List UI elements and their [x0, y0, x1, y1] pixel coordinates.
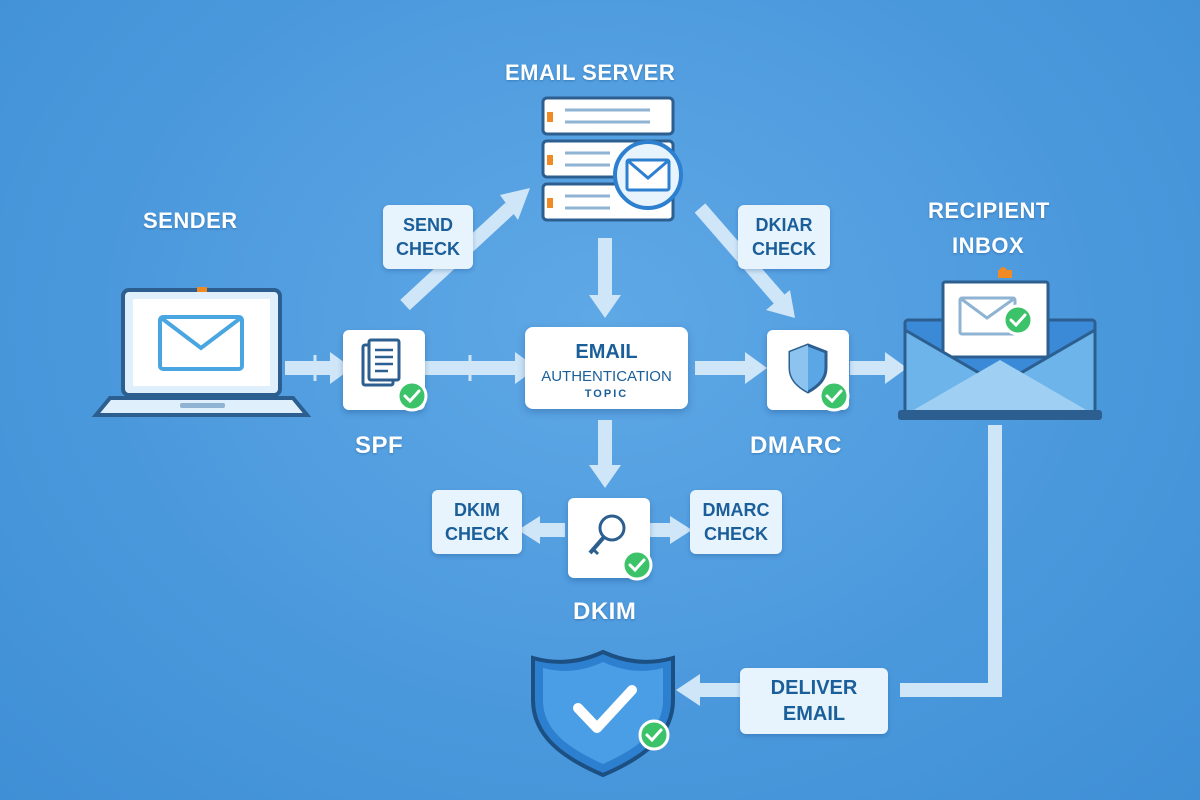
badge-deliver-email-line1: DELIVER — [770, 677, 858, 699]
label-spf: SPF — [355, 432, 404, 459]
label-dmarc: DMARC — [750, 432, 842, 459]
badge-dmarc-check-line1: DMARC — [702, 500, 770, 520]
badge-send-check-line2: CHECK — [395, 239, 460, 259]
spf-tile — [343, 330, 425, 410]
badge-dkim-check-line1: DKIM — [454, 500, 500, 520]
label-sender: SENDER — [143, 208, 238, 233]
badge-dkiar-check-line2: CHECK — [751, 239, 816, 259]
center-email-authentication-box: EMAIL AUTHENTICATION TOPIC — [525, 327, 688, 409]
label-recipient-line1: RECIPIENT — [928, 198, 1050, 223]
badge-send-check-line1: SEND — [402, 215, 453, 235]
badge-dmarc-check: DMARC CHECK — [690, 490, 782, 554]
dkim-tile — [568, 498, 650, 578]
label-email-server: EMAIL SERVER — [505, 60, 676, 85]
badge-dkim-check: DKIM CHECK — [432, 490, 522, 554]
badge-dmarc-check-line2: CHECK — [703, 524, 768, 544]
center-box-line1: EMAIL — [575, 341, 638, 363]
badge-deliver-email: DELIVER EMAIL — [740, 668, 888, 734]
badge-deliver-email-line2: EMAIL — [782, 703, 846, 725]
badge-send-check: SEND CHECK — [383, 205, 473, 269]
badge-dkiar-check-line1: DKIAR — [755, 215, 813, 235]
dmarc-tile — [767, 330, 849, 410]
badge-dkiar-check: DKIAR CHECK — [738, 205, 830, 269]
center-box-line3: TOPIC — [584, 388, 629, 400]
label-dkim: DKIM — [573, 598, 637, 625]
arrow-inbox-route — [900, 425, 1002, 697]
badge-dkim-check-line2: CHECK — [444, 524, 509, 544]
label-recipient-line2: INBOX — [952, 233, 1025, 258]
center-box-line2: AUTHENTICATION — [541, 368, 672, 385]
